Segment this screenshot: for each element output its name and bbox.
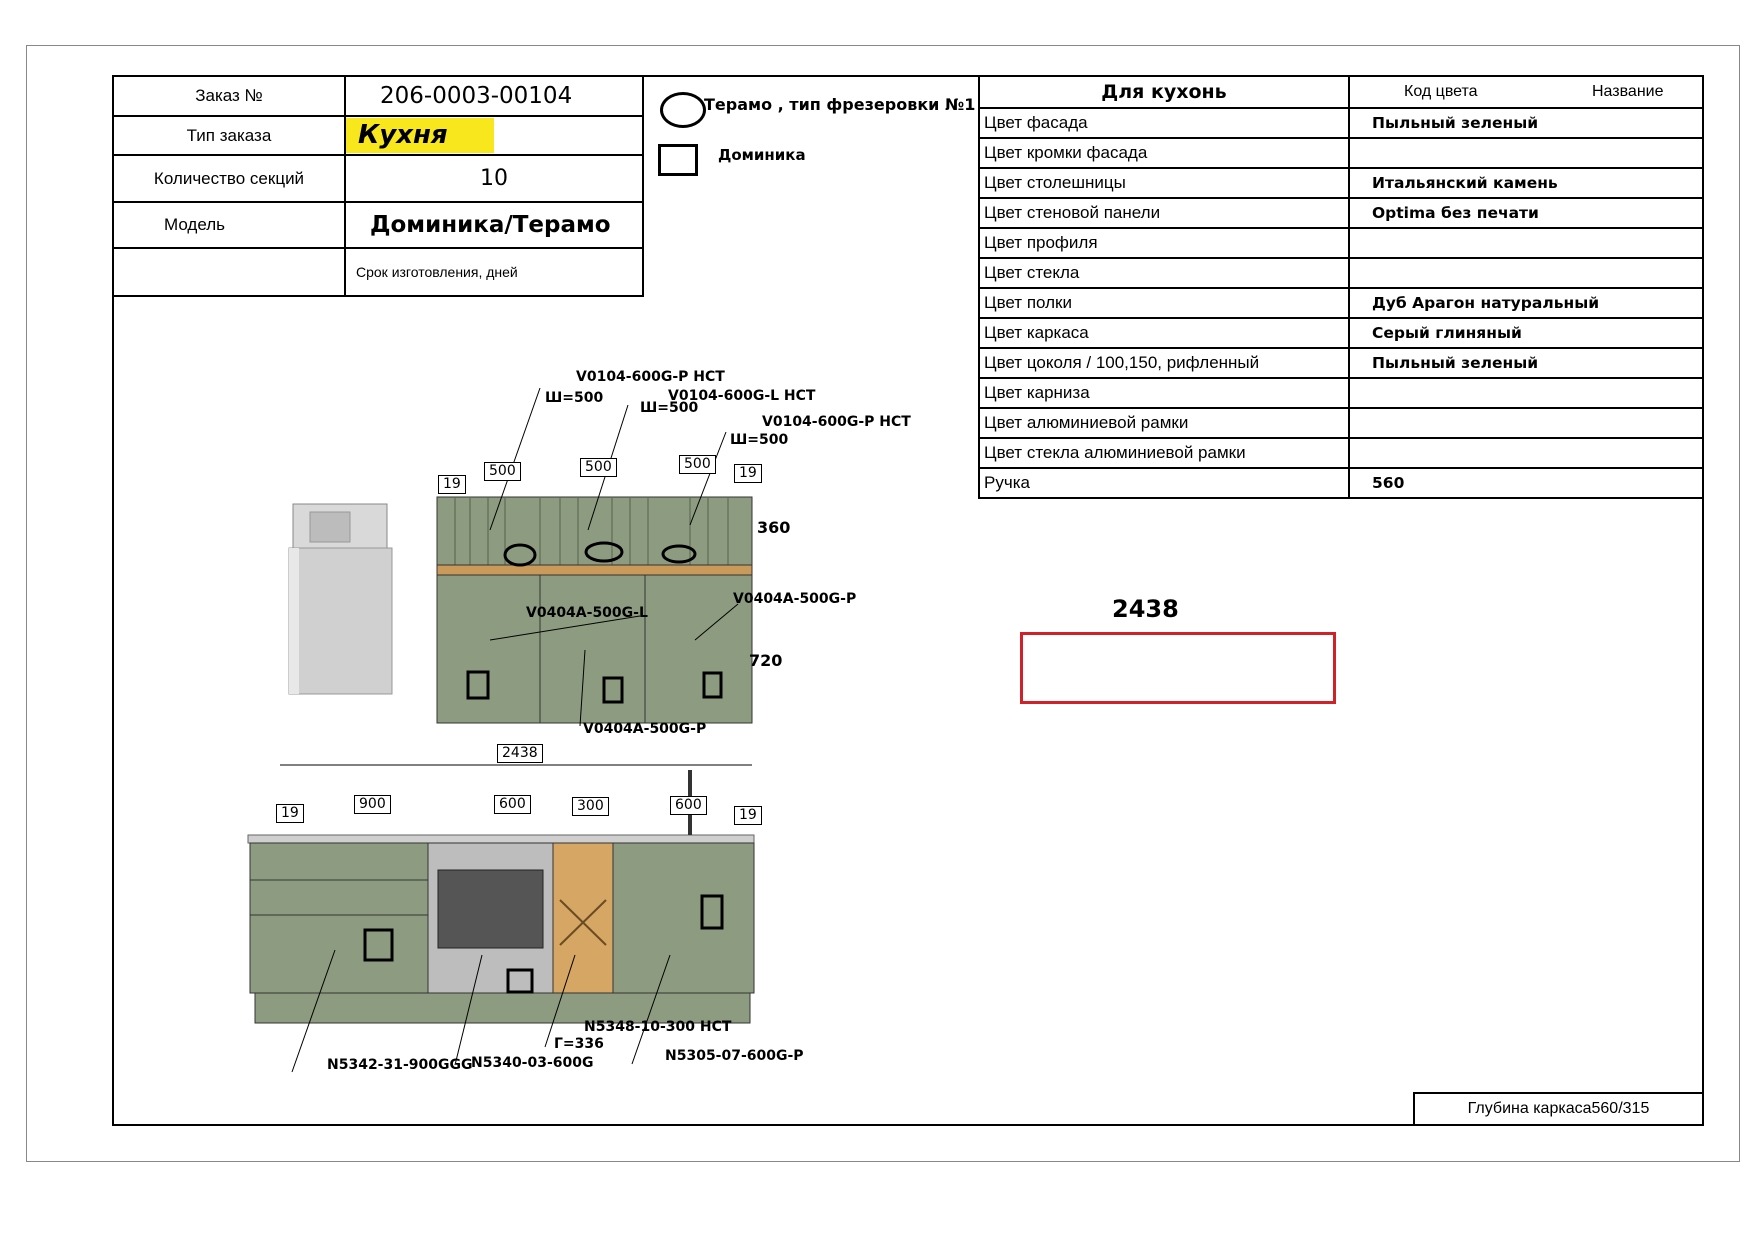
dim-bottom-600-2: 600 xyxy=(670,796,707,815)
dim-top-500-2: 500 xyxy=(580,458,617,477)
term-value xyxy=(112,247,346,297)
base-module-4: N5305-07-600G-P xyxy=(665,1048,804,1064)
oval-legend-label: Терамо , тип фрезеровки №1 xyxy=(704,95,976,114)
color-row-value: Optima без печати xyxy=(1348,197,1704,229)
color-code-header: Код цвета xyxy=(1404,83,1478,100)
colors-table: Для кухонь Код цвета Название Цвет фасад… xyxy=(978,75,1704,499)
base-module-2: N5340-03-600G xyxy=(471,1055,594,1071)
square-legend-label: Доминика xyxy=(718,146,806,164)
color-row-label: Цвет алюминиевой рамки xyxy=(978,407,1350,439)
order-number-label: Заказ № xyxy=(112,75,346,117)
wall-module-2: V0404A-500G-P xyxy=(583,721,707,737)
depth-box: Глубина каркаса560/315 xyxy=(1413,1092,1704,1126)
wall-module-1: V0404A-500G-L xyxy=(526,605,648,621)
color-row-value xyxy=(1348,407,1704,439)
color-row-label: Цвет столешницы xyxy=(978,167,1350,199)
color-row-label: Цвет полки xyxy=(978,287,1350,319)
color-row-label: Цвет стеновой панели xyxy=(978,197,1350,229)
order-table: Заказ № 206-0003-00104 Тип заказа Кухня … xyxy=(112,75,644,297)
color-row-label: Цвет фасада xyxy=(978,107,1350,139)
color-row-label: Цвет карниза xyxy=(978,377,1350,409)
order-type-label: Тип заказа xyxy=(112,115,346,156)
colors-header: Для кухонь xyxy=(978,75,1350,109)
upper-width-2: Ш=500 xyxy=(640,400,699,416)
term-label: Срок изготовления, дней xyxy=(344,247,644,297)
color-row: Цвет профиля xyxy=(978,227,1704,259)
height-wall: 720 xyxy=(749,651,783,670)
color-row-value xyxy=(1348,437,1704,469)
depth-label: Глубина каркаса560/315 xyxy=(1467,1100,1650,1117)
dim-bottom-19-right: 19 xyxy=(734,806,762,825)
color-row-value: Итальянский камень xyxy=(1348,167,1704,199)
dim-top-500-3: 500 xyxy=(679,455,716,474)
color-row-value: Пыльный зеленый xyxy=(1348,347,1704,379)
color-row-value xyxy=(1348,227,1704,259)
color-row: Цвет кромки фасада xyxy=(978,137,1704,169)
model-label: Модель xyxy=(112,201,346,249)
color-row: Цвет стекла алюминиевой рамки xyxy=(978,437,1704,469)
sections-label: Количество секций xyxy=(112,154,346,203)
color-row-label: Цвет стекла xyxy=(978,257,1350,289)
color-row-value: 560 xyxy=(1348,467,1704,499)
wall-module-3: V0404A-500G-P xyxy=(733,591,857,607)
base-module-3: N5348-10-300 НСТ xyxy=(584,1019,732,1035)
countertop-length: 2438 xyxy=(1112,595,1179,623)
upper-module-1: V0104-600G-P НСТ xyxy=(576,369,725,385)
sheet-frame xyxy=(26,45,1740,1162)
dim-bottom-2438: 2438 xyxy=(497,744,543,763)
order-number-value: 206-0003-00104 xyxy=(344,75,644,117)
countertop-box xyxy=(1020,632,1336,704)
drawing-frame xyxy=(112,75,1704,1126)
color-name-header: Название xyxy=(1592,83,1664,100)
base-module-1: N5342-31-900GGG xyxy=(327,1057,473,1073)
upper-width-3: Ш=500 xyxy=(730,432,789,448)
square-legend-symbol xyxy=(658,144,698,176)
color-row: Цвет стекла xyxy=(978,257,1704,289)
dim-bottom-900: 900 xyxy=(354,795,391,814)
dim-bottom-19-left: 19 xyxy=(276,804,304,823)
dim-top-left-19: 19 xyxy=(438,475,466,494)
dim-top-500-1: 500 xyxy=(484,462,521,481)
range-hood xyxy=(288,503,393,695)
upper-module-3: V0104-600G-P НСТ xyxy=(762,414,911,430)
color-row-value: Серый глиняный xyxy=(1348,317,1704,349)
order-type-value: Кухня xyxy=(346,118,494,153)
model-value: Доминика/Терамо xyxy=(344,201,644,249)
color-row-value xyxy=(1348,377,1704,409)
color-row-value xyxy=(1348,137,1704,169)
dim-top-right-19: 19 xyxy=(734,464,762,483)
sections-value: 10 xyxy=(344,154,644,203)
color-row-label: Цвет профиля xyxy=(978,227,1350,259)
oval-legend-symbol xyxy=(660,92,706,128)
dim-bottom-600-1: 600 xyxy=(494,795,531,814)
upper-module-2: V0104-600G-L НСТ xyxy=(668,388,816,404)
color-row-label: Ручка xyxy=(978,467,1350,499)
height-upper: 360 xyxy=(757,518,791,537)
dim-bottom-300: 300 xyxy=(572,797,609,816)
color-row-label: Цвет кромки фасада xyxy=(978,137,1350,169)
color-row: Цвет алюминиевой рамки xyxy=(978,407,1704,439)
color-row-label: Цвет стекла алюминиевой рамки xyxy=(978,437,1350,469)
color-row-label: Цвет цоколя / 100,150, рифленный xyxy=(978,347,1350,379)
color-row-value: Дуб Арагон натуральный xyxy=(1348,287,1704,319)
color-row-value xyxy=(1348,257,1704,289)
upper-width-1: Ш=500 xyxy=(545,390,604,406)
color-row: Цвет карниза xyxy=(978,377,1704,409)
color-row-value: Пыльный зеленый xyxy=(1348,107,1704,139)
base-module-corner: Г=336 xyxy=(554,1036,604,1052)
base-cabinets xyxy=(247,770,755,1024)
color-row-label: Цвет каркаса xyxy=(978,317,1350,349)
